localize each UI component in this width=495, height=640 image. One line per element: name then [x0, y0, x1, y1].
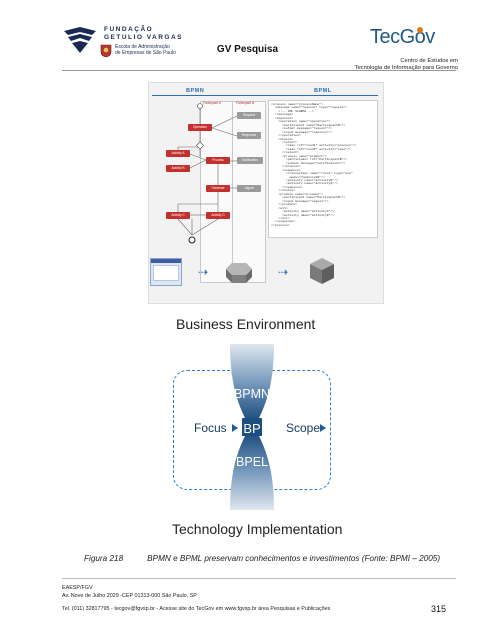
bpml-code-listing: <process name="processName"> <message na… — [268, 100, 378, 238]
bpmn-connectors — [177, 103, 238, 244]
tec-sub-line1: Centro de Estudos em — [400, 58, 458, 64]
node-generate: Generate — [206, 185, 230, 192]
fgv-school-name: Escola de Administração de Empresas de S… — [115, 44, 185, 56]
arrow-right-icon-1: ⇢ — [198, 265, 208, 279]
bpml-code-line: <sequence> — [271, 167, 301, 172]
bpml-code-line: <process name="product"> — [271, 153, 327, 158]
figure-number: Figura 218 — [84, 554, 124, 563]
bpml-code-line: <produce name="produce"> — [271, 191, 323, 196]
bpml-label: BPML — [314, 88, 332, 94]
figure1-header-rule — [152, 95, 378, 96]
tecgov-logo-dot — [417, 27, 423, 33]
tecgov-logo-text: TecGov — [370, 26, 435, 48]
bpml-code-line: </all> — [271, 215, 290, 220]
node-signal: Signal — [237, 185, 261, 192]
node-response: Response — [237, 132, 261, 139]
participant-a-label: Participant A — [203, 101, 221, 105]
fgv-logo — [62, 25, 98, 55]
bpml-code-line: <message name="request" type="request"> — [271, 105, 348, 110]
focus-arrow-icon — [232, 424, 238, 432]
bpml-code-line: </process> — [271, 164, 301, 169]
bpml-code-line: <participant name="ParticipantB"/> — [271, 122, 346, 127]
bpml-code-line: <activity name="activityB"/> — [271, 177, 338, 182]
fgv-sub-line1: Escola de Administração — [115, 44, 170, 50]
bpml-code-line: <participant ref="ParticipantB"/> — [271, 157, 348, 162]
bpmn-label: BPMN — [186, 88, 205, 94]
hourglass-shape — [230, 344, 274, 510]
bpml-code-line: <case ref="cond1" activity="process"/> — [271, 143, 357, 148]
tecgov-subtitle: Centro de Estudos em Tecnologia de Infor… — [355, 58, 458, 72]
bpml-code-line: </sequence> — [271, 219, 296, 224]
fgv-name-line2: GETULIO VARGAS — [104, 34, 184, 41]
footer-address: Av. Nove de Julho 2029 -CEP 01313-000 Sã… — [62, 593, 197, 599]
figure-caption-text: BPMN e BPML preservam conhecimentos e in… — [147, 554, 441, 563]
bpml-code-line: <!-- XML SCHEMA --> — [271, 108, 314, 113]
bpml-code-line: <participant name="ParticipantB"/> — [271, 195, 346, 200]
bpml-code-line: </choice> — [271, 188, 296, 193]
arrow-right-icon-2: ⇢ — [278, 265, 288, 279]
focus-label: Focus — [194, 421, 227, 435]
bpml-code-line: <all> — [271, 205, 288, 210]
bpml-code-line: <choice> — [271, 136, 294, 141]
cube-icon — [310, 258, 334, 284]
figure-caption: Figura 218 BPMN e BPML preservam conhecim… — [84, 554, 440, 563]
fgv-sub-line2: de Empresas de São Paulo — [115, 50, 176, 56]
node-notification: Notification — [237, 157, 263, 164]
bpml-code-line: <output message="request"/> — [271, 126, 333, 131]
node-activity-d: Activity D — [206, 212, 230, 219]
footer-line1: EAESP/FGV — [62, 585, 93, 591]
bp-label: BP — [243, 421, 261, 436]
node-activity-b: Activity B — [166, 165, 190, 172]
eaesp-seal — [100, 44, 112, 58]
tec-sub-line2: Tecnologia de Informação para Governo — [354, 65, 458, 72]
bpmn-layer-label: BPMN — [233, 387, 271, 401]
node-activity-c: Activity C — [166, 212, 190, 219]
footer-rule — [62, 578, 456, 579]
bpml-code-line: <activity name="activityA"/> — [271, 181, 338, 186]
fgv-name: FUNDAÇÃO GETULIO VARGAS — [104, 26, 183, 42]
bpml-code-line: </process> — [271, 222, 290, 227]
header-title: GV Pesquisa — [216, 44, 279, 55]
bpml-code-line: <case ref="cond2" activity="case"/> — [271, 146, 351, 151]
technology-implementation-title: Technology Implementation — [172, 521, 343, 537]
bpml-code-line: <input message="signal"/> — [271, 198, 329, 203]
bpml-code-line: <rulesaction name="rules" type="one" — [271, 171, 353, 176]
page-number: 315 — [431, 604, 447, 614]
business-environment-title: Business Environment — [176, 316, 316, 332]
node-operation: Operation — [188, 124, 212, 131]
header-rule — [62, 70, 456, 71]
scope-arrow-icon — [320, 424, 326, 432]
octagon-prism-icon — [226, 263, 252, 283]
lane-participant-b — [232, 101, 266, 283]
bpml-code-line: <sequence> — [271, 115, 294, 120]
node-process: Process — [206, 157, 230, 164]
tecgov-logo: TecGov — [370, 26, 435, 49]
bpml-code-line: <activity name="activityD"/> — [271, 212, 335, 217]
bpml-code-line: <process name="processName"> — [271, 102, 323, 106]
bpml-code-line: </operation> — [271, 133, 301, 138]
bpml-code-line: model="modelsetB"/> — [271, 174, 325, 179]
bpml-code-line: <input message="response"/> — [271, 129, 333, 134]
tool-screenshot-thumbnail — [150, 258, 182, 286]
fgv-name-line1: FUNDAÇÃO — [104, 26, 154, 33]
bpml-code-line: </sequence> — [271, 184, 303, 189]
node-activity-a: Activity A — [166, 150, 190, 157]
bpml-code-line: <activity name="activityC"/> — [271, 209, 335, 214]
bpml-code-line: <operation name="operation"> — [271, 119, 331, 124]
bpml-code-line: <select> — [271, 139, 297, 144]
bpml-code-line: </produce> — [271, 202, 297, 207]
participant-b-label: Participant B — [236, 101, 255, 105]
bpel-layer-label: BPEL — [236, 455, 268, 469]
node-request: Request — [237, 112, 261, 119]
bpml-code-line: </message> — [271, 112, 294, 117]
footer-contact: Tel. (011) 32817795 - tecgov@fgvsp.br - … — [62, 606, 331, 612]
scope-label: Scope — [286, 421, 321, 435]
bpml-code-line: </select> — [271, 150, 299, 155]
bpml-code-line: <output message="notification"/> — [271, 160, 346, 165]
